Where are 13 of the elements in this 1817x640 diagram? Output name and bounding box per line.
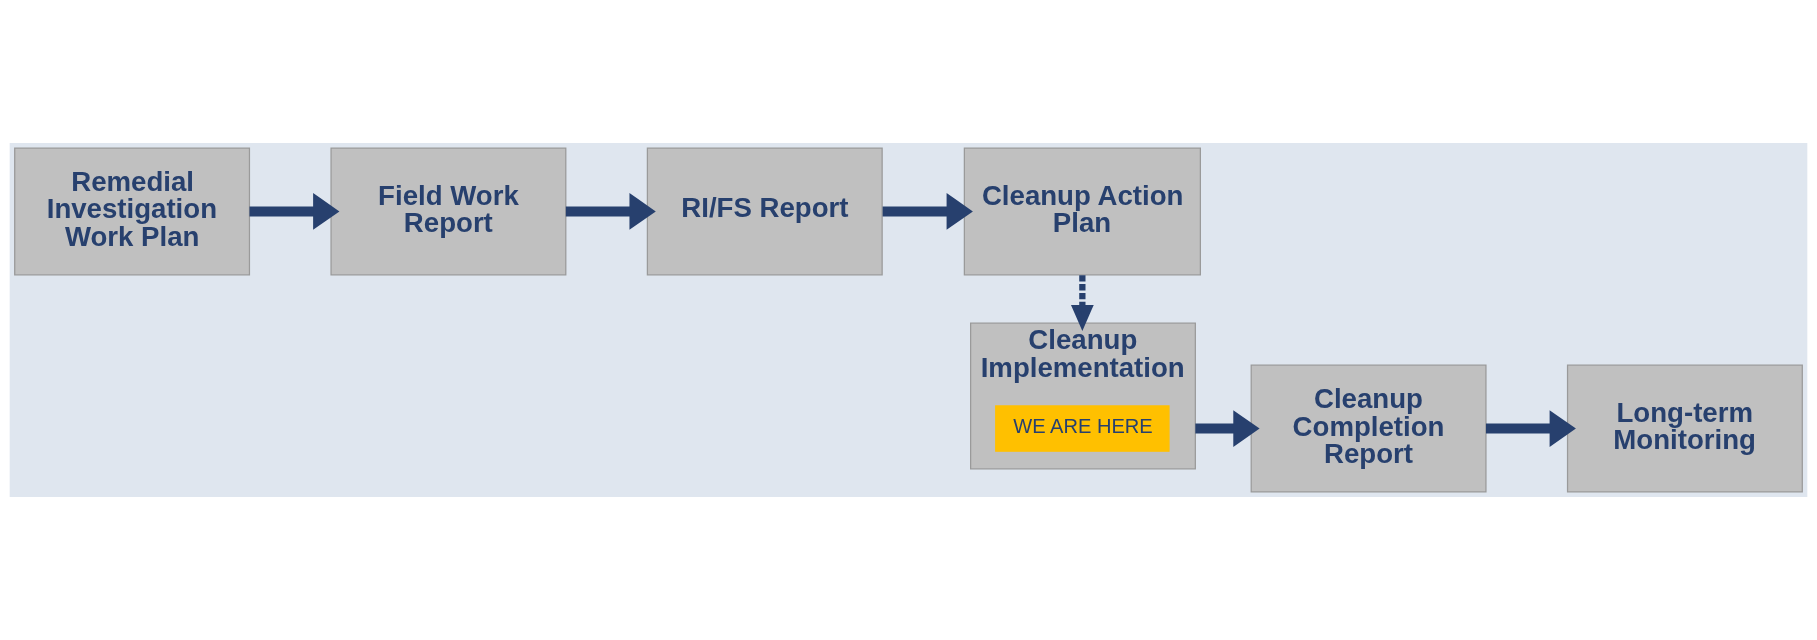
arrow (565, 193, 656, 230)
arrow (1070, 275, 1094, 331)
arrow (249, 193, 340, 230)
node-box: Cleanup Completion Report (1250, 364, 1487, 493)
arrow (882, 193, 973, 230)
arrow (1485, 410, 1576, 447)
node-box: RI/FS Report (646, 147, 883, 276)
arrow (1195, 410, 1260, 447)
node-box: Remedial Investigation Work Plan (14, 147, 251, 276)
node-box: Long-term Monitoring (1566, 364, 1803, 493)
node-box: Field Work Report (330, 147, 567, 276)
node-box: Cleanup Action Plan (963, 147, 1201, 276)
node-box: WE ARE HERE (995, 405, 1170, 452)
